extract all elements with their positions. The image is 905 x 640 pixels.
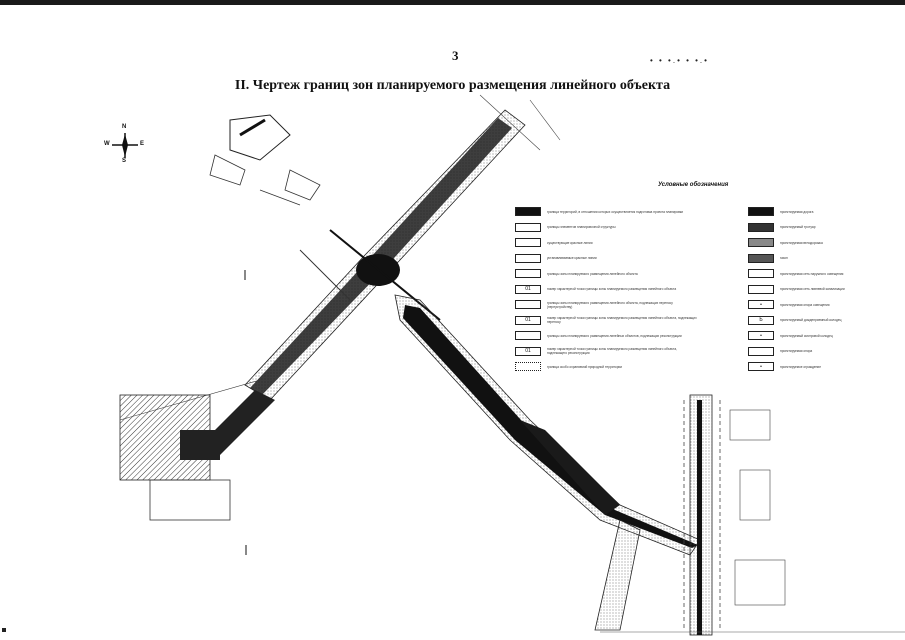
legend-right-item: газон <box>748 253 890 263</box>
top-left-junction <box>209 114 321 206</box>
bottom-left-blocks <box>119 379 261 521</box>
legend-right-item: проектируемый тротуар <box>748 222 890 232</box>
vertical-road-right <box>683 394 786 636</box>
legend-left-text: номер характерной точки границы зоны пла… <box>547 287 677 291</box>
legend-right-item: • проектируемое ограждение <box>748 362 890 371</box>
legend-left-item: границы зоны планируемого размещения лин… <box>515 269 697 278</box>
legend-right-text: проектируемая велодорожка <box>780 240 823 245</box>
legend-right-symbol <box>748 238 774 247</box>
legend-right-text: проектируемая опора освещения <box>780 302 830 307</box>
legend-left-item: граница особо охраняемой природной терри… <box>515 362 697 371</box>
legend-left-text: граница особо охраняемой природной терри… <box>547 364 623 369</box>
legend-left-symbol <box>515 331 541 340</box>
legend-left-symbol <box>515 222 541 232</box>
page-number: 3 <box>452 48 459 63</box>
legend-right-text: проектируемое ограждение <box>780 364 821 369</box>
legend-left-text: номер характерной точки границы зоны пла… <box>547 347 678 355</box>
legend-right-item: проектируемая опора <box>748 346 890 356</box>
legend-left-item: границы зоны планируемого размещения лин… <box>515 331 697 340</box>
scan-edge-mark <box>2 628 6 632</box>
legend-left-symbol <box>515 207 541 216</box>
legend-left-item: границы элементов планировочной структур… <box>515 222 697 232</box>
lower-road-s <box>594 519 641 631</box>
legend-left-symbol <box>515 253 541 263</box>
compass-s: S <box>122 158 127 164</box>
legend-left-text: существующие красные линии <box>547 240 593 245</box>
legend-right-item: проектируемая сеть наружного освещения <box>748 269 890 278</box>
legend-right-item: проектируемая велодорожка <box>748 238 890 247</box>
legend-right-item: • проектируемый смотровой колодец <box>748 331 890 340</box>
legend-left-item: граница территорий, в отношении которых … <box>515 207 697 216</box>
legend-left-item: 01 номер характерной точки границы зоны п… <box>515 284 697 294</box>
legend-right-symbol <box>748 207 774 216</box>
legend-right-symbol <box>748 346 774 356</box>
legend-right-text: газон <box>780 256 788 260</box>
legend-right-text: проектируемый тротуар <box>780 225 816 229</box>
legend-right-symbol <box>748 269 774 278</box>
compass-e: E <box>140 141 145 147</box>
legend-left-item: границы зоны планируемого размещения лин… <box>515 300 697 309</box>
legend-left-item: 01 номер характерной точки границы зоны п… <box>515 315 697 325</box>
legend-right-symbol: • <box>748 300 774 309</box>
legend-right-text: проектируемая дорога <box>780 209 814 214</box>
compass-n: N <box>122 124 127 130</box>
compass-w: W <box>104 141 110 147</box>
legend-left-text: устанавливаемые красные линии <box>547 256 597 260</box>
legend-left-text: границы зоны планируемого размещения лин… <box>547 333 682 338</box>
legend-left-symbol <box>515 238 541 247</box>
page-title: II. Чертеж границ зон планируемого разме… <box>234 78 671 93</box>
legend-right-symbol <box>748 284 774 294</box>
legend-left-symbol: 01 <box>515 315 541 325</box>
legend-left-text: границы зоны планируемого размещения лин… <box>547 271 638 276</box>
legend-right-symbol: Ь <box>748 315 774 325</box>
legend-right-text: проектируемая опора <box>780 349 813 353</box>
legend-left-symbol <box>515 362 541 371</box>
legend-left-symbol: 01 <box>515 284 541 294</box>
corner-scan-marks: • • •.• • •.• <box>650 56 709 65</box>
legend-right-text: проектируемый смотровой колодец <box>780 333 833 338</box>
legend-left-text: граница территорий, в отношении которых … <box>547 209 684 214</box>
legend-right-symbol: • <box>748 331 774 340</box>
legend-right-text: проектируемая сеть наружного освещения <box>780 271 844 276</box>
legend-left-text: границы зоны планируемого размещения лин… <box>547 300 673 309</box>
legend-left-symbol: 01 <box>515 346 541 356</box>
legend-left-text: номер характерной точки границы зоны пла… <box>547 316 697 324</box>
legend-left-item: существующие красные линии <box>515 238 697 247</box>
legend-right-item: проектируемая дорога <box>748 207 890 216</box>
legend-left-text: границы элементов планировочной структур… <box>547 225 616 229</box>
legend-left-item: устанавливаемые красные линии <box>515 253 697 263</box>
legend-right-symbol: • <box>748 362 774 371</box>
compass-rose <box>112 133 138 158</box>
intersection-node <box>299 229 441 321</box>
legend-right-symbol <box>748 222 774 232</box>
legend-title: Условные обозначения <box>658 182 729 188</box>
legend-right-text: проектируемая сеть ливневой канализации <box>780 287 845 291</box>
legend-right-text: проектируемый дождеприемный колодец <box>780 318 842 322</box>
legend-left-symbol <box>515 300 541 309</box>
legend-right-item: проектируемая сеть ливневой канализации <box>748 284 890 294</box>
legend-right-symbol <box>748 253 774 263</box>
legend-left-item: 01 номер характерной точки границы зоны п… <box>515 346 697 356</box>
legend-left-symbol <box>515 269 541 278</box>
legend-right-item: • проектируемая опора освещения <box>748 300 890 309</box>
top-border-rule <box>0 0 905 5</box>
